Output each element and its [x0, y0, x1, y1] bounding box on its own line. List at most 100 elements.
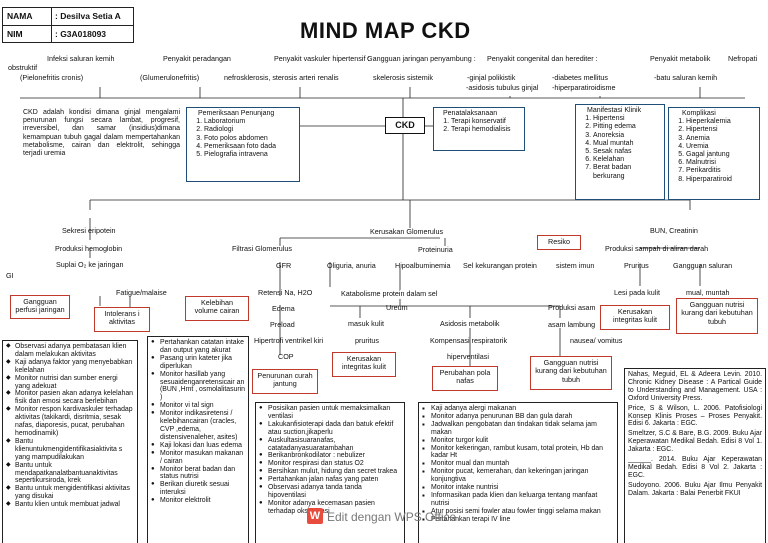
flow-kompensasi: Kompensasi respiratorik — [430, 336, 508, 345]
flow-produksi-hb: Produksi hemoglobin — [55, 244, 123, 253]
diagnosis-kelebihan: Kelebihan volume cairan — [185, 296, 249, 321]
flow-gi: GI — [6, 271, 14, 280]
komplikasi-item: Gagal jantung — [686, 151, 756, 159]
flow-produksi-asam: Produksi asam — [548, 303, 596, 312]
intervention-kelebihan: Pertahankan catatan intake dan output ya… — [147, 336, 249, 543]
penatalaksanaan-box: Penatalaksanaan Terapi konservatif Terap… — [433, 107, 525, 151]
komplikasi-item: Malnutrisi — [686, 159, 756, 167]
reference-item: Sudoyono. 2006. Buku Ajar Ilmu Penyakit … — [628, 481, 762, 497]
flow-bun: BUN, Creatinin — [650, 226, 698, 235]
cause-7b: -batu saluran kemih — [654, 73, 718, 82]
flow-katabolisme: Katabolisme protein dalam sel — [341, 289, 438, 298]
komplikasi-box: Komplikasi Hieperkalemia Hipertensi Anem… — [668, 107, 760, 200]
flow-ureum: Ureum — [386, 303, 408, 312]
cause-1b: obstruktif — [8, 63, 38, 72]
manifestasi-item: Pitting edema — [593, 123, 661, 131]
diagnosis-kerusakan-kulit-2: Kerusakan integritas kulit — [600, 305, 670, 330]
reference-item: Smeltzer, S.C & Bare, B.G. 2009. Buku Aj… — [628, 430, 762, 454]
cause-1a: Infeksi saluran kemih — [47, 54, 115, 63]
diagnosis-penurunan: Penurunan curah jantung — [252, 369, 318, 394]
pemeriksaan-item: Pielografia intravena — [204, 151, 296, 159]
flow-fatigue: Fatigue/malaise — [116, 288, 167, 297]
komplikasi-item: Hieperkalemia — [686, 118, 756, 126]
nama-value: : Desilva Setia A — [55, 11, 121, 21]
cause-5b: -ginjal polikistik — [467, 73, 516, 82]
cause-7a: Penyakit metabolik — [650, 54, 711, 63]
manifestasi-item: Mual muntah — [593, 140, 661, 148]
flow-pruritus: Pruritus — [624, 261, 649, 270]
flow-sistem-imun: sistem imun — [556, 261, 595, 270]
cause-3a: Penyakit vaskuler hipertensif : — [274, 54, 370, 63]
penatalaksanaan-item: Terapi konservatif — [451, 118, 521, 126]
komplikasi-item: Perikarditis — [686, 167, 756, 175]
cause-4a: Gangguan jaringan penyambung : — [367, 54, 476, 63]
identity-table: NAMA : Desilva Setia A NIM : G3A018093 — [2, 7, 134, 43]
flow-pruritus2: pruritus — [355, 336, 379, 345]
flow-cop: COP — [278, 352, 294, 361]
diagnosis-perubahan-pola: Perubahan pola nafas — [432, 366, 498, 391]
komplikasi-title: Komplikasi — [682, 110, 716, 117]
pemeriksaan-item: Pemeriksaan foto dada — [204, 143, 296, 151]
references-box: Nahas, Meguid, EL & Adeera Levin. 2010. … — [624, 368, 766, 543]
cause-3b: nefrosklerosis, sterosis arteri renalis — [224, 73, 339, 82]
pemeriksaan-title: Pemeriksaan Penunjang — [198, 110, 275, 117]
nama-label: NAMA — [7, 11, 33, 21]
manifestasi-item: Anoreksia — [593, 132, 661, 140]
diagnosis-gangguan-perfusi: Gangguan perfusi jaringan — [10, 295, 70, 319]
nim-label: NIM — [7, 29, 23, 39]
diagnosis-kerusakan-kulit: Kerusakan integritas kulit — [332, 352, 396, 377]
penatalaksanaan-title: Penatalaksanaan — [443, 110, 498, 117]
manifestasi-item: Kelelahan — [593, 156, 661, 164]
cause-6a: -diabetes mellitus — [552, 73, 608, 82]
flow-hipertrofi: Hipertrofi ventrikel kiri — [254, 336, 324, 345]
definition-text: CKD adalah kondisi dimana ginjal mengala… — [23, 109, 180, 158]
manifestasi-item: Berat badan berkurang — [593, 164, 661, 180]
cause-5c: -asidosis tubulus ginjal — [466, 83, 539, 92]
flow-hipoalbumin: Hipoalbuminemia — [395, 261, 451, 270]
cause-2a: Penyakit peradangan — [163, 54, 231, 63]
flow-retensi: Retensi Na, H2O — [258, 288, 313, 297]
nim-value: : G3A018093 — [55, 29, 107, 39]
reference-item: Price, S & Wilson, L. 2006. Patofisiolog… — [628, 404, 762, 428]
flow-asam-lambung: asam lambung — [548, 320, 596, 329]
diagnosis-resiko: Resiko — [537, 235, 581, 250]
flow-mual: mual, muntah — [686, 288, 730, 297]
komplikasi-item: Uremia — [686, 143, 756, 151]
wps-logo-icon: W — [307, 508, 323, 524]
komplikasi-item: Hipertensi — [686, 126, 756, 134]
cause-8: Nefropati — [728, 54, 758, 63]
flow-asidosis: Asidosis metabolik — [440, 319, 500, 328]
cause-4b: skelerosis sistemik — [373, 73, 433, 82]
intervention-nutrisi: Kaji adanya alergi makanan Monitor adany… — [418, 402, 618, 543]
flow-oliguria: Oliguria, anuria — [327, 261, 376, 270]
flow-nausea: nausea/ vomitus — [570, 336, 623, 345]
cause-6b: -hiperparatiroidisme — [552, 83, 616, 92]
cause-2b: (Glumerulonefritis) — [140, 73, 200, 82]
watermark-text: Edit dengan WPS Office — [327, 510, 457, 524]
flow-gfr: GFR — [276, 261, 292, 270]
ckd-center-node: CKD — [385, 117, 425, 134]
pemeriksaan-item: Laboratorium — [204, 118, 296, 126]
penatalaksanaan-item: Terapi hemodialisis — [451, 126, 521, 134]
diagnosis-gangguan-nutrisi-2: Gangguan nutrisi kurang dari kebutuhan t… — [676, 298, 758, 334]
flow-edema: Edema — [272, 304, 295, 313]
flow-proteinuria: Proteinuria — [418, 245, 453, 254]
ckd-label: CKD — [395, 120, 415, 130]
flow-suplai: Suplai O₂ ke jaringan — [56, 260, 124, 269]
manifestasi-box: Manifestasi Klinik Hipertensi Pitting ed… — [575, 104, 665, 200]
reference-item: Nahas, Meguid, EL & Adeera Levin. 2010. … — [628, 371, 762, 402]
flow-kerusakan: Kerusakan Glomerulus — [370, 227, 444, 236]
flow-gangguan-saluran: Gangguan saluran — [673, 261, 733, 270]
manifestasi-item: Sesak nafas — [593, 148, 661, 156]
cause-1c: (Pielonefritis cronis) — [20, 73, 84, 82]
komplikasi-item: Hiperparatiroid — [686, 176, 756, 184]
flow-hiperventilasi: hiperventilasi — [447, 352, 489, 361]
page-title: MIND MAP CKD — [300, 18, 471, 43]
flow-masuk-kulit: masuk kulit — [348, 319, 384, 328]
flow-sel-kekurangan: Sel kekurangan protein — [463, 261, 537, 270]
flow-preload: Preload — [270, 320, 295, 329]
pemeriksaan-box: Pemeriksaan Penunjang Laboratorium Radio… — [186, 107, 300, 182]
manifestasi-title: Manifestasi Klinik — [587, 107, 642, 114]
diagnosis-gangguan-nutrisi-1: Gangguan nutrisi kurang dari kebutuhan t… — [530, 356, 612, 390]
